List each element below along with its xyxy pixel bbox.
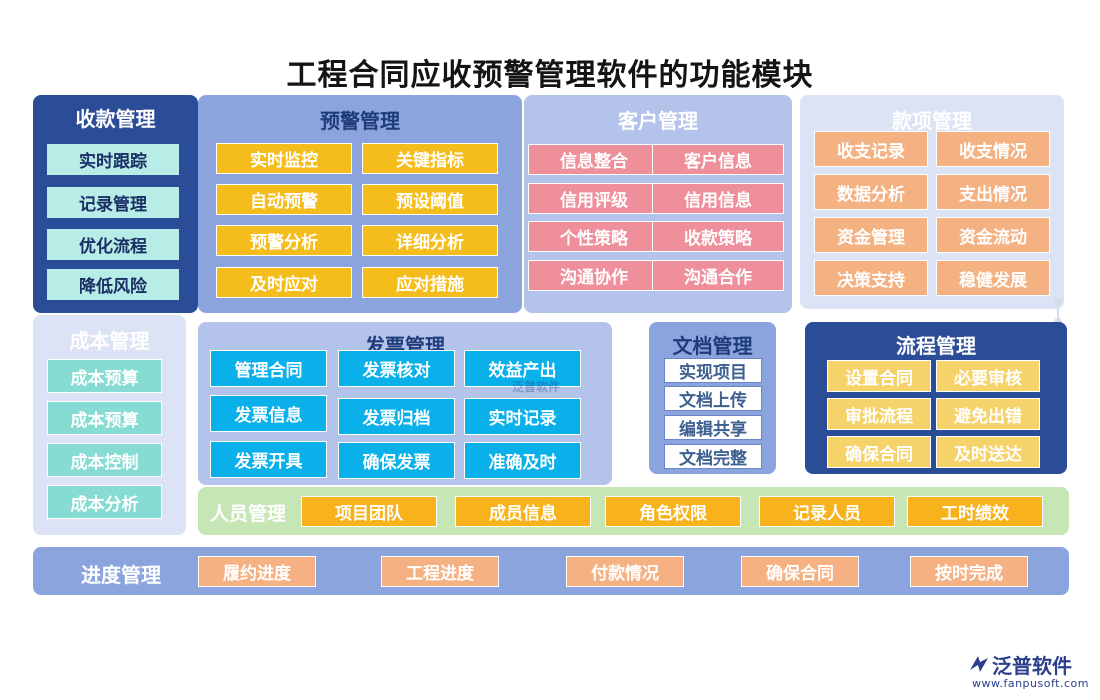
module-item: 发票信息	[210, 395, 327, 432]
module-item: 沟通协作	[528, 260, 660, 291]
module-item: 详细分析	[362, 225, 498, 256]
fanpu-logo-icon	[970, 656, 988, 672]
module-item: 信用信息	[652, 183, 784, 214]
module-item: 自动预警	[216, 184, 352, 215]
module-kehu: 客户管理 信息整合 客户信息 信用评级 信用信息 个性策略 收款策略 沟通协作 …	[524, 95, 792, 313]
module-item: 确保合同	[827, 436, 931, 468]
module-item: 成本控制	[47, 443, 162, 477]
logo-name: 泛普软件	[992, 654, 1072, 678]
module-title: 款项管理	[892, 109, 972, 133]
module-item: 收款策略	[652, 221, 784, 252]
module-item: 实现项目	[664, 358, 762, 383]
module-item: 确保发票	[338, 442, 455, 479]
module-renyuan: 人员管理 项目团队 成员信息 角色权限 记录人员 工时绩效	[198, 487, 1069, 535]
module-item: 成员信息	[455, 496, 591, 527]
module-item: 收支记录	[814, 131, 928, 167]
module-item: 发票开具	[210, 441, 327, 478]
module-yujing: 预警管理 实时监控 关键指标 自动预警 预设阈值 预警分析 详细分析 及时应对 …	[198, 95, 522, 313]
module-liucheng: 流程管理 设置合同 必要审核 审批流程 避免出错 确保合同 及时送达	[805, 322, 1067, 474]
module-title: 客户管理	[618, 109, 698, 133]
module-item: 关键指标	[362, 143, 498, 174]
module-item: 项目团队	[301, 496, 437, 527]
module-item: 预警分析	[216, 225, 352, 256]
module-item: 发票归档	[338, 398, 455, 435]
module-title: 进度管理	[81, 563, 161, 587]
module-item: 收支情况	[936, 131, 1050, 167]
module-item: 效益产出	[464, 350, 581, 387]
module-item: 记录管理	[47, 187, 179, 218]
module-item: 预设阈值	[362, 184, 498, 215]
module-title: 文档管理	[672, 334, 753, 358]
module-item: 沟通合作	[652, 260, 784, 291]
module-title: 预警管理	[320, 109, 400, 133]
module-fapiao: 发票管理 管理合同 发票核对 效益产出 发票信息 发票归档 实时记录 发票开具 …	[198, 322, 612, 485]
module-title: 流程管理	[896, 334, 976, 358]
module-item: 个性策略	[528, 221, 660, 252]
module-jindu: 进度管理 履约进度 工程进度 付款情况 确保合同 按时完成	[33, 547, 1069, 595]
module-item: 成本预算	[47, 401, 162, 435]
module-item: 资金管理	[814, 217, 928, 253]
module-item: 发票核对	[338, 350, 455, 387]
module-item: 管理合同	[210, 350, 327, 387]
module-item: 及时送达	[936, 436, 1040, 468]
module-item: 信息整合	[528, 144, 660, 175]
module-item: 降低风险	[47, 269, 179, 300]
module-item: 工时绩效	[907, 496, 1043, 527]
module-item: 实时记录	[464, 398, 581, 435]
module-title: 收款管理	[75, 107, 156, 131]
connector-dot	[1054, 298, 1062, 306]
module-item: 记录人员	[759, 496, 895, 527]
module-item: 履约进度	[198, 556, 316, 587]
module-item: 付款情况	[566, 556, 684, 587]
module-item: 角色权限	[605, 496, 741, 527]
module-item: 避免出错	[936, 398, 1040, 430]
module-item: 审批流程	[827, 398, 931, 430]
module-shoukuan: 收款管理 实时跟踪 记录管理 优化流程 降低风险	[33, 95, 198, 313]
watermark: 泛普软件	[512, 380, 561, 394]
brand-logo: 泛普软件 www.fanpusoft.com	[968, 650, 1092, 694]
module-item: 应对措施	[362, 267, 498, 298]
connector-line	[1057, 300, 1059, 324]
module-item: 必要审核	[936, 360, 1040, 392]
module-item: 设置合同	[827, 360, 931, 392]
module-item: 确保合同	[741, 556, 859, 587]
module-item: 编辑共享	[664, 415, 762, 440]
module-item: 支出情况	[936, 174, 1050, 210]
module-item: 工程进度	[381, 556, 499, 587]
module-title: 人员管理	[210, 503, 287, 525]
module-item: 决策支持	[814, 260, 928, 296]
module-item: 及时应对	[216, 267, 352, 298]
module-item: 准确及时	[464, 442, 581, 479]
module-item: 资金流动	[936, 217, 1050, 253]
module-wendang: 文档管理 实现项目 文档上传 编辑共享 文档完整	[649, 322, 776, 474]
module-item: 成本预算	[47, 359, 162, 393]
module-item: 成本分析	[47, 485, 162, 519]
module-item: 按时完成	[910, 556, 1028, 587]
module-item: 实时监控	[216, 143, 352, 174]
module-kuanxiang: 款项管理 收支记录 收支情况 数据分析 支出情况 资金管理 资金流动 决策支持 …	[800, 95, 1064, 309]
module-item: 客户信息	[652, 144, 784, 175]
module-item: 数据分析	[814, 174, 928, 210]
module-item: 稳健发展	[936, 260, 1050, 296]
module-item: 文档完整	[664, 444, 762, 469]
module-item: 文档上传	[664, 386, 762, 411]
logo-url: www.fanpusoft.com	[972, 677, 1089, 690]
module-chengben: 成本管理 成本预算 成本预算 成本控制 成本分析	[33, 315, 186, 535]
page-title: 工程合同应收预警管理软件的功能模块	[286, 58, 814, 93]
module-title: 成本管理	[69, 329, 150, 353]
module-item: 优化流程	[47, 229, 179, 260]
module-item: 信用评级	[528, 183, 660, 214]
module-item: 实时跟踪	[47, 144, 179, 175]
